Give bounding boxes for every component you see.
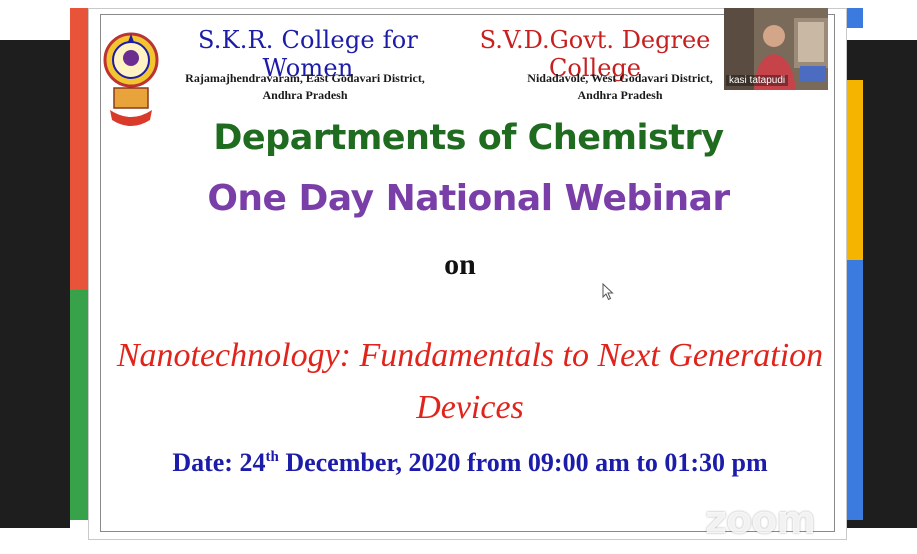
topic-line1: Nanotechnology: Fundamentals to Next Gen… [116, 337, 824, 374]
participant-video-icon [724, 8, 828, 90]
left-dark-panel [0, 40, 70, 528]
participant-video-tile[interactable]: kasi tatapudi [724, 8, 828, 90]
college-emblem-icon [102, 24, 160, 134]
topic-line2: Devices [416, 389, 524, 426]
on-connector: on [444, 248, 476, 281]
decor-stripe-yellow [845, 80, 863, 260]
date-ordinal: th [265, 449, 279, 465]
date-rest: December, 2020 from 09:00 am to 01:30 pm [278, 448, 768, 477]
college-right-name: S.V.D.Govt. Degree College [479, 26, 711, 82]
college-right-address: Nidadavole, West Godavari District, Andh… [500, 70, 740, 104]
college-left-name: S.K.R. College for Women [197, 26, 419, 82]
slide-border-frame [100, 14, 835, 532]
date-prefix: Date: 24 [172, 448, 266, 477]
shared-slide [88, 8, 847, 540]
decor-stripe-green [70, 290, 88, 520]
event-heading: One Day National Webinar [207, 178, 730, 219]
webinar-topic: Nanotechnology: Fundamentals to Next Gen… [100, 330, 840, 434]
address-left-line1: Rajamajhendravaram, East Godavari Distri… [185, 71, 425, 85]
address-left-line2: Andhra Pradesh [262, 88, 348, 102]
address-right-line1: Nidadavole, West Godavari District, [527, 71, 713, 85]
webinar-date: Date: 24th December, 2020 from 09:00 am … [100, 448, 840, 478]
zoom-watermark: zoom [705, 498, 816, 542]
college-left-address: Rajamajhendravaram, East Godavari Distri… [170, 70, 440, 104]
mouse-pointer-icon [602, 282, 614, 301]
department-heading: Departments of Chemistry [213, 118, 724, 158]
address-right-line2: Andhra Pradesh [577, 88, 663, 102]
decor-stripe-red [70, 8, 88, 298]
decor-stripe-blue [845, 260, 863, 520]
participant-name-label: kasi tatapudi [726, 75, 789, 86]
